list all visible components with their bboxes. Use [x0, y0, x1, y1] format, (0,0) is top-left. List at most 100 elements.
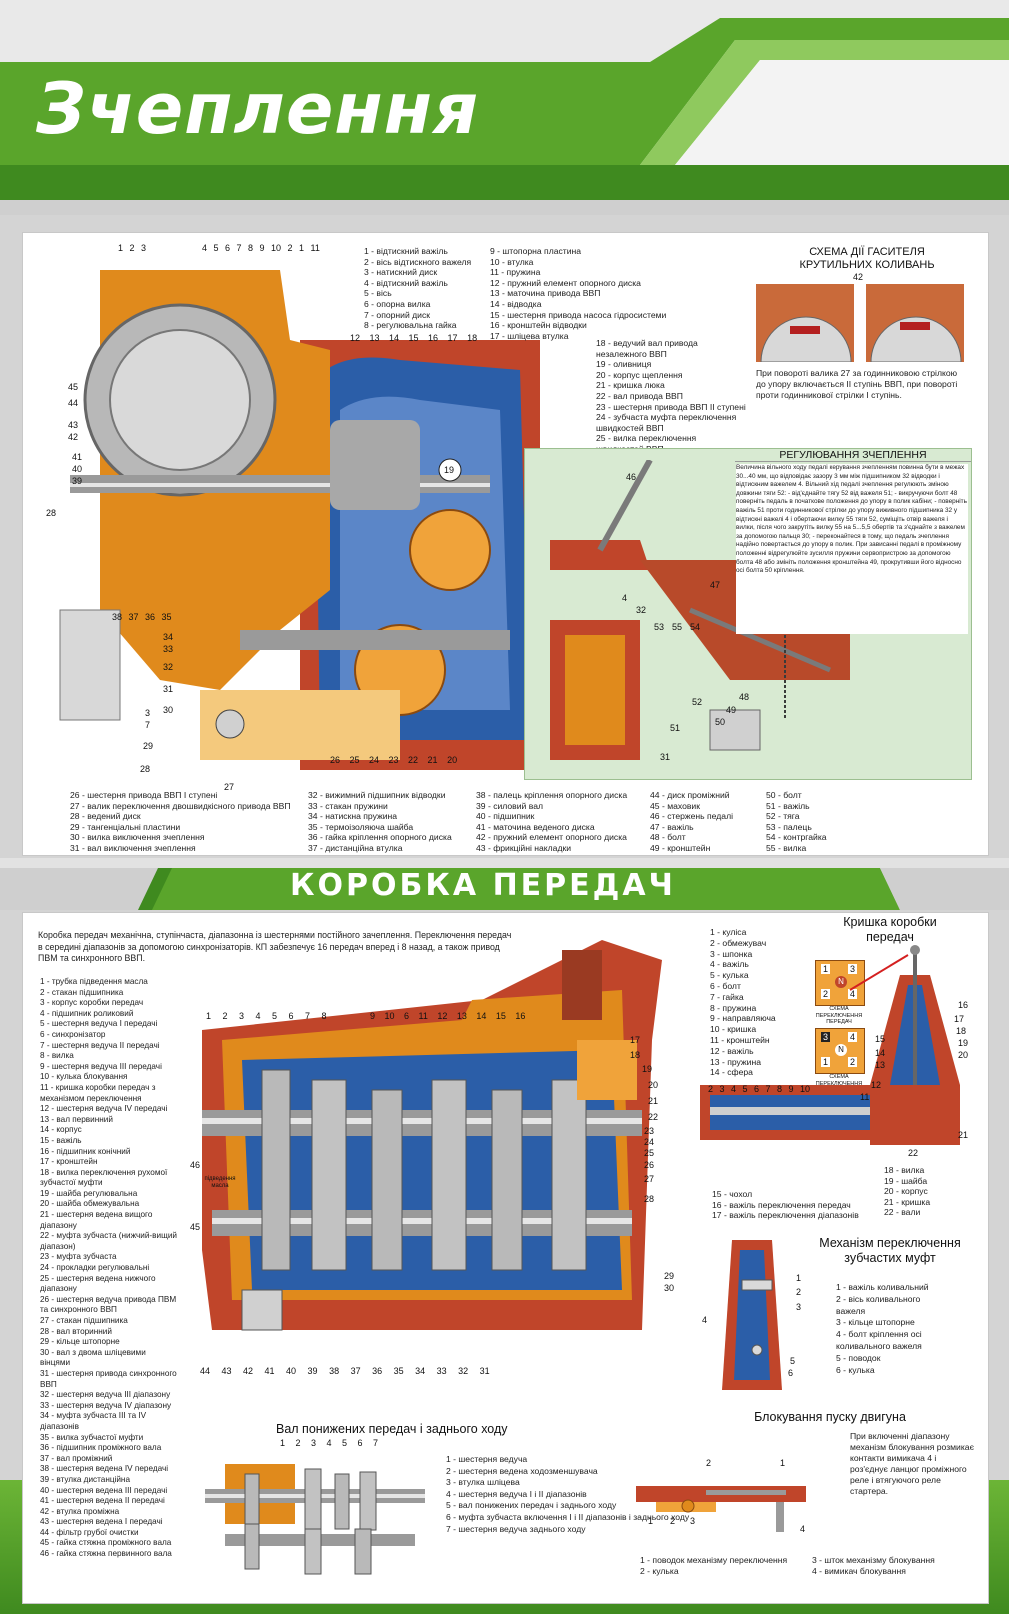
- mechanism-label: 1: [796, 1273, 802, 1283]
- legend-item: 1 - трубка підведення масла: [40, 977, 148, 986]
- legend-item: 10 - втулка: [490, 256, 534, 267]
- clutch-legend-g: 44 - диск проміжний 45 - маховик 46 - ст…: [650, 790, 733, 854]
- clutch-top-numbers: 1 2 3: [118, 243, 147, 253]
- adjust-label: 49: [726, 705, 737, 715]
- legend-item: 1 - важіль коливальний: [836, 1282, 929, 1292]
- legend-item: 11 - кронштейн: [710, 1034, 770, 1045]
- mechanism-labels: 1 2 3 4 5 6: [702, 1270, 810, 1400]
- legend-item: 35 - вилка зубчастої муфти: [40, 1432, 144, 1442]
- gearbox-legend: 1 - трубка підведення масла 2 - стакан п…: [40, 977, 178, 1560]
- gearbox-cutaway-illustration: [202, 940, 662, 1331]
- legend-item: 38 - шестерня ведена IV передачі: [40, 1464, 169, 1474]
- legend-item: 54 - контргайка: [766, 832, 827, 843]
- clutch-left-number: 28: [46, 508, 57, 518]
- legend-item: 13 - пружина: [710, 1056, 762, 1067]
- legend-item: 49 - кронштейн: [650, 842, 711, 853]
- cover-side-number: 20: [958, 1050, 969, 1060]
- legend-item: 12 - важіль: [710, 1045, 754, 1056]
- legend-item: 35 - термоізоляюча шайба: [308, 821, 414, 832]
- legend-item: 7 - шестерня ведуча II передачі: [40, 1040, 160, 1050]
- legend-item: 8 - пружина: [710, 1002, 757, 1013]
- legend-item: 2 - кулька: [640, 1565, 679, 1576]
- cover-side-number: 15: [875, 1034, 886, 1044]
- mechanism-label: 4: [702, 1315, 708, 1325]
- adjust-label: 51: [670, 723, 681, 733]
- adjust-label: 53: [654, 622, 665, 632]
- clutch-inset-label: 28: [140, 764, 151, 774]
- legend-item: 45 - маховик: [650, 800, 700, 811]
- legend-item: 33 - шестерня ведуча IV діапазону: [40, 1400, 172, 1410]
- cover-side-number: 14: [875, 1048, 886, 1058]
- clutch-left-number: 38 37 36 35: [112, 612, 172, 622]
- legend-item: 5 - шестерня ведуча I передачі: [40, 1019, 158, 1029]
- reduction-legend: 1 - шестерня ведуча 2 - шестерня ведена …: [446, 1454, 689, 1535]
- adjust-label: 47: [710, 580, 721, 590]
- legend-item: 43 - шестерня ведена I передачі: [40, 1517, 163, 1527]
- legend-item: 14 - сфера: [710, 1067, 753, 1078]
- legend-item: 38 - палець кріплення опорного диска: [476, 790, 628, 800]
- legend-item: 44 - диск проміжний: [650, 790, 730, 800]
- adjust-label: 46: [626, 472, 637, 482]
- gearbox-right-number: 22: [648, 1112, 659, 1122]
- adjust-label: 55: [672, 622, 683, 632]
- adjust-title: РЕГУЛЮВАННЯ ЗЧЕПЛЕННЯ: [735, 449, 971, 462]
- shift-gear: 2: [821, 989, 831, 999]
- gearbox-right-number: 25: [644, 1148, 655, 1158]
- legend-item: 2 - вісь відтискного важеля: [364, 256, 472, 267]
- cover-numbers: 2 3 4 5 6 7 8 9 10: [708, 1084, 811, 1094]
- clutch-cutaway-illustration: [59, 270, 540, 770]
- gearbox-right-number: 19: [642, 1064, 653, 1074]
- shift-scheme-2: 3 4 1 2 N: [815, 1028, 865, 1074]
- legend-item: 12 - шестерня ведуча IV передачі: [40, 1104, 168, 1114]
- legend-item: 42 - пружний елемент опорного диска: [476, 832, 627, 843]
- legend-item: 5 - поводок: [836, 1352, 881, 1363]
- legend-item: 46 - гайка стяжна первинного вала: [40, 1549, 172, 1559]
- legend-item: 15 - шестерня привода насоса гідросистем…: [490, 309, 667, 320]
- legend-item: 44 - фільтр грубої очистки: [40, 1527, 139, 1537]
- legend-item: 13 - вал первинний: [40, 1114, 113, 1124]
- clutch-left-number: 45: [68, 382, 79, 392]
- legend-item: 25 - шестерня ведена нижчого діапазону: [40, 1273, 156, 1294]
- legend-item: 3 - корпус коробки передач: [40, 998, 144, 1008]
- legend-item: 23 - муфта зубчаста: [40, 1252, 117, 1262]
- legend-item: 4 - шестерня ведуча I і II діапазонів: [446, 1488, 587, 1499]
- legend-item: 31 - вал виключення зчеплення: [70, 842, 196, 853]
- shift-scheme-1: 1 3 2 4 N: [815, 960, 865, 1006]
- legend-item: 21 - кришка: [884, 1196, 931, 1207]
- gearbox-right-number: 27: [644, 1174, 655, 1184]
- gearbox-label-45: 45: [190, 1222, 201, 1232]
- header-banner: [0, 0, 1009, 215]
- legend-item: 15 - чохол: [712, 1189, 753, 1199]
- lock-label: 1: [648, 1516, 654, 1526]
- gearbox-right-number: 21: [648, 1096, 659, 1106]
- mechanism-illustration: [722, 1240, 782, 1390]
- legend-item: 9 - направляюча: [710, 1013, 776, 1024]
- legend-item: 4 - підшипник роликовий: [40, 1008, 134, 1018]
- legend-item: 29 - кільце штопорне: [40, 1337, 120, 1347]
- legend-item: 2 - вісь коливального важеля: [836, 1293, 921, 1316]
- shift-gear: 4: [848, 1032, 858, 1042]
- legend-item: 22 - муфта зубчаста (нижчий-вищий діапаз…: [40, 1231, 177, 1251]
- cover-side-number: 17: [954, 1014, 965, 1024]
- legend-item: 43 - фрикційні накладки: [476, 842, 572, 853]
- legend-item: 4 - важіль: [710, 959, 749, 970]
- reduction-labels: 1 2 3 4 5 6 7: [280, 1438, 379, 1448]
- legend-item: 14 - відводка: [490, 298, 542, 309]
- clutch-legend-b: 9 - штопорна пластина 10 - втулка 11 - п…: [490, 246, 666, 341]
- legend-item: 52 - тяга: [766, 811, 800, 822]
- legend-item: 41 - маточина веденого диска: [476, 821, 595, 832]
- legend-item: 37 - дистанційна втулка: [308, 842, 403, 853]
- legend-item: 18 - вилка: [884, 1165, 925, 1175]
- clutch-legend-h: 50 - болт 51 - важіль 52 - тяга 53 - пал…: [766, 790, 827, 854]
- legend-item: 6 - болт: [710, 980, 741, 991]
- adjust-label: 50: [715, 717, 726, 727]
- legend-item: 5 - кулька: [710, 970, 749, 981]
- gearbox-title: КОРОБКА ПЕРЕДАЧ: [290, 868, 676, 903]
- lock-illustration: [636, 1486, 806, 1532]
- legend-item: 7 - шестерня ведуча заднього ходу: [446, 1523, 586, 1534]
- legend-item: 1 - поводок механізму переключення: [640, 1555, 788, 1565]
- legend-item: 1 - відтискний важіль: [364, 246, 448, 256]
- legend-item: 9 - шестерня ведуча III передачі: [40, 1061, 162, 1071]
- legend-item: 22 - вал привода ВВП: [596, 390, 683, 401]
- gearbox-right-number: 28: [644, 1194, 655, 1204]
